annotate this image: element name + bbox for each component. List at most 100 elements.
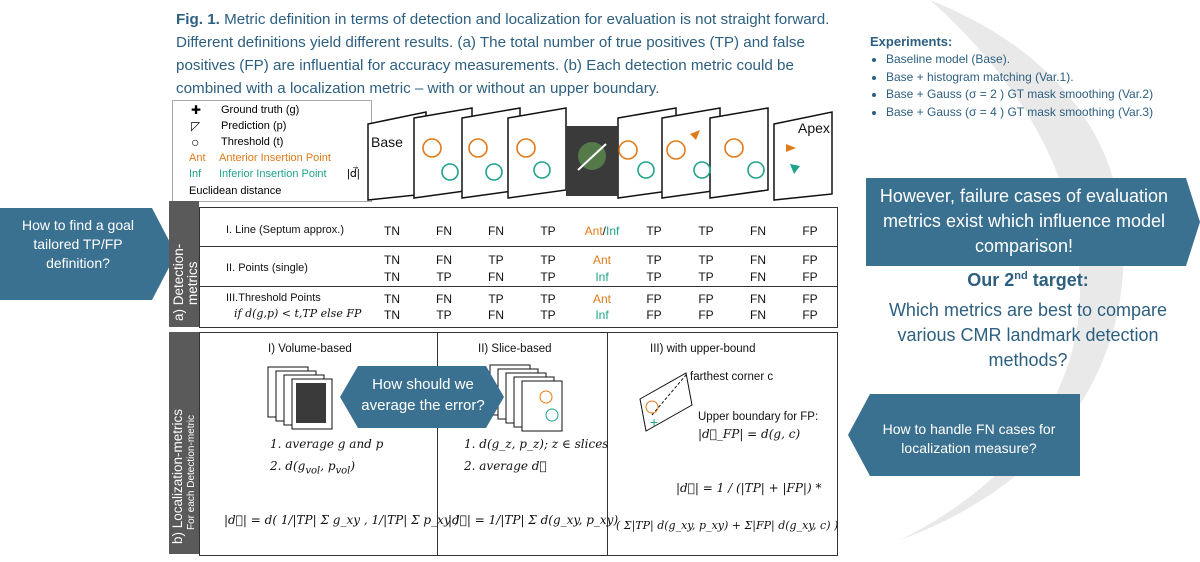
experiments-title: Experiments: <box>870 34 953 49</box>
detection-cell: TN <box>384 292 400 306</box>
detection-bar-label-2: metrics <box>185 261 200 306</box>
circle-icon: ○ <box>191 134 200 150</box>
detection-cell: TP <box>540 292 556 306</box>
detection-cell: FP <box>646 308 662 322</box>
volume-step2-mid: , p <box>320 459 336 473</box>
slice-formula: |d⃗| = 1/|TP| Σ d(g_xy, p_xy) <box>448 513 619 527</box>
legend-pred: Prediction (p) <box>221 120 287 132</box>
detection-cell: FP <box>698 308 714 322</box>
localization-bar-sublabel: For each Detection-metric <box>186 414 197 530</box>
detection-bar-label: a) Detection- <box>171 243 186 321</box>
detection-cell: FN <box>750 308 766 322</box>
detection-cell: FP <box>802 292 818 306</box>
volume-step2-end: ) <box>350 459 356 473</box>
detection-cell: FN <box>750 292 766 306</box>
slice-apex-label: Apex <box>798 120 830 136</box>
detection-cell: TN <box>384 224 400 238</box>
caption-text: Metric definition in terms of detection … <box>176 11 830 97</box>
triangle-icon: ◸ <box>191 119 201 133</box>
detection-cell: FN <box>488 224 504 238</box>
upper-formula-1: |d⃗| = 1 / (|TP| + |FP|) * <box>676 481 822 495</box>
detection-cell: Ant/Inf <box>584 224 620 238</box>
detection-cell: TP <box>540 270 556 284</box>
volume-step2-sub2: vol <box>335 465 351 477</box>
slice-step1: 1. d(g_z, p_z); z ∈ slices <box>464 437 609 451</box>
detection-cell: FN <box>750 253 766 267</box>
target-sup: nd <box>1014 270 1028 282</box>
detection-cell: FN <box>488 270 504 284</box>
localization-bar: b) Localization-metrics For each Detecti… <box>169 332 199 554</box>
target-suffix: target: <box>1027 270 1089 290</box>
detection-cell: FP <box>802 253 818 267</box>
detection-cell: TP <box>698 224 714 238</box>
localization-bar-label: b) Localization-metrics <box>170 408 185 544</box>
detection-cell: TP <box>698 270 714 284</box>
target-question: Which metrics are best to compare variou… <box>888 300 1168 370</box>
detection-cell: TP <box>488 253 504 267</box>
row-label: II. Points (single) <box>226 262 308 274</box>
experiment-item: Base + histogram matching (Var.1). <box>886 69 1200 87</box>
volume-step2: 2. d(gvol, pvol) <box>270 459 355 476</box>
detection-cell: Inf <box>595 308 609 322</box>
fn-callout-arrow <box>848 394 1080 476</box>
detection-cell: Ant <box>592 253 611 267</box>
legend-ant-abbr: Ant <box>189 152 206 164</box>
detection-cell: TP <box>436 308 452 322</box>
detection-bar: a) Detection- metrics <box>169 201 200 327</box>
plus-icon: ✚ <box>191 103 202 117</box>
upper-boundary: Upper boundary for FP: <box>698 411 819 423</box>
detection-cell: Ant <box>592 292 611 306</box>
experiment-item: Baseline model (Base). <box>886 51 1200 69</box>
experiment-item: Base + Gauss (σ = 4 ) GT mask smoothing … <box>886 104 1200 122</box>
legend-thr: Threshold (t) <box>221 136 284 148</box>
fn-callout-text: How to handle FN cases for localization … <box>882 421 1056 456</box>
detection-cell: TP <box>646 224 662 238</box>
detection-cell: FP <box>646 292 662 306</box>
detection-cell: FP <box>802 224 818 238</box>
failure-callout-arrow <box>866 178 1200 266</box>
detection-cell: FN <box>750 224 766 238</box>
detection-cell: Inf <box>595 270 609 284</box>
row-label-formula: if d(g,p) < t,TP else FP <box>234 307 362 320</box>
left-callout-text: How to find a goal tailored TP/FP defini… <box>21 217 135 271</box>
figure-number: Fig. 1. <box>176 11 220 28</box>
volume-step1: 1. average g and p <box>270 437 384 451</box>
legend-dist-symbol: |d⃗| <box>347 168 360 180</box>
experiments-list: Experiments: Baseline model (Base). Base… <box>870 34 1200 121</box>
row-label: I. Line (Septum approx.) <box>226 224 345 236</box>
detection-cell: TN <box>384 308 400 322</box>
svg-text:+: + <box>650 414 658 430</box>
detection-cell: TP <box>646 253 662 267</box>
legend-inf-abbr: Inf <box>189 168 202 180</box>
upper-boundary-formula: |d⃗_FP| = d(g, c) <box>698 427 801 441</box>
target-heading: Our 2nd target: <box>868 270 1188 291</box>
upper-formula-2: ( Σ|TP| d(g_xy, p_xy) + Σ|FP| d(g_xy, c)… <box>616 519 839 532</box>
detection-cell: TP <box>488 292 504 306</box>
detection-cell: TP <box>698 253 714 267</box>
upper-title: III) with upper-bound <box>650 343 756 355</box>
detection-cell: FN <box>436 253 452 267</box>
slice-stack <box>489 364 563 432</box>
volume-formula: |d⃗| = d( 1/|TP| Σ g_xy , 1/|TP| Σ p_xy … <box>224 513 460 527</box>
legend-ant: Anterior Insertion Point <box>219 152 331 164</box>
detection-cell: FP <box>802 270 818 284</box>
slice-base-label: Base <box>371 134 403 150</box>
localization-box: I) Volume-based II) Slice-based III) wit… <box>199 332 838 556</box>
slice-title: II) Slice-based <box>478 343 552 355</box>
volume-step2-a: 2. d(g <box>270 459 306 473</box>
left-callout-arrow <box>0 208 176 300</box>
detection-cell: TN <box>384 253 400 267</box>
legend-box: ✚ Ground truth (g) ◸ Prediction (p) ○ Th… <box>172 100 372 202</box>
detection-cell: FP <box>698 292 714 306</box>
slice-step2: 2. average d⃗ <box>464 459 547 473</box>
detection-cell: FN <box>436 292 452 306</box>
figure-caption: Fig. 1. Metric definition in terms of de… <box>176 8 846 100</box>
average-callout-text: How should we average the error? <box>361 376 485 414</box>
legend-gt: Ground truth (g) <box>221 104 300 116</box>
volume-stack <box>267 366 333 430</box>
row-label: III.Threshold Points <box>226 292 321 304</box>
volume-step2-sub1: vol <box>305 465 321 477</box>
upper-bound-slice: + <box>639 372 693 432</box>
failure-callout-text: However, failure cases of evaluation met… <box>879 186 1169 256</box>
volume-title: I) Volume-based <box>268 343 352 355</box>
